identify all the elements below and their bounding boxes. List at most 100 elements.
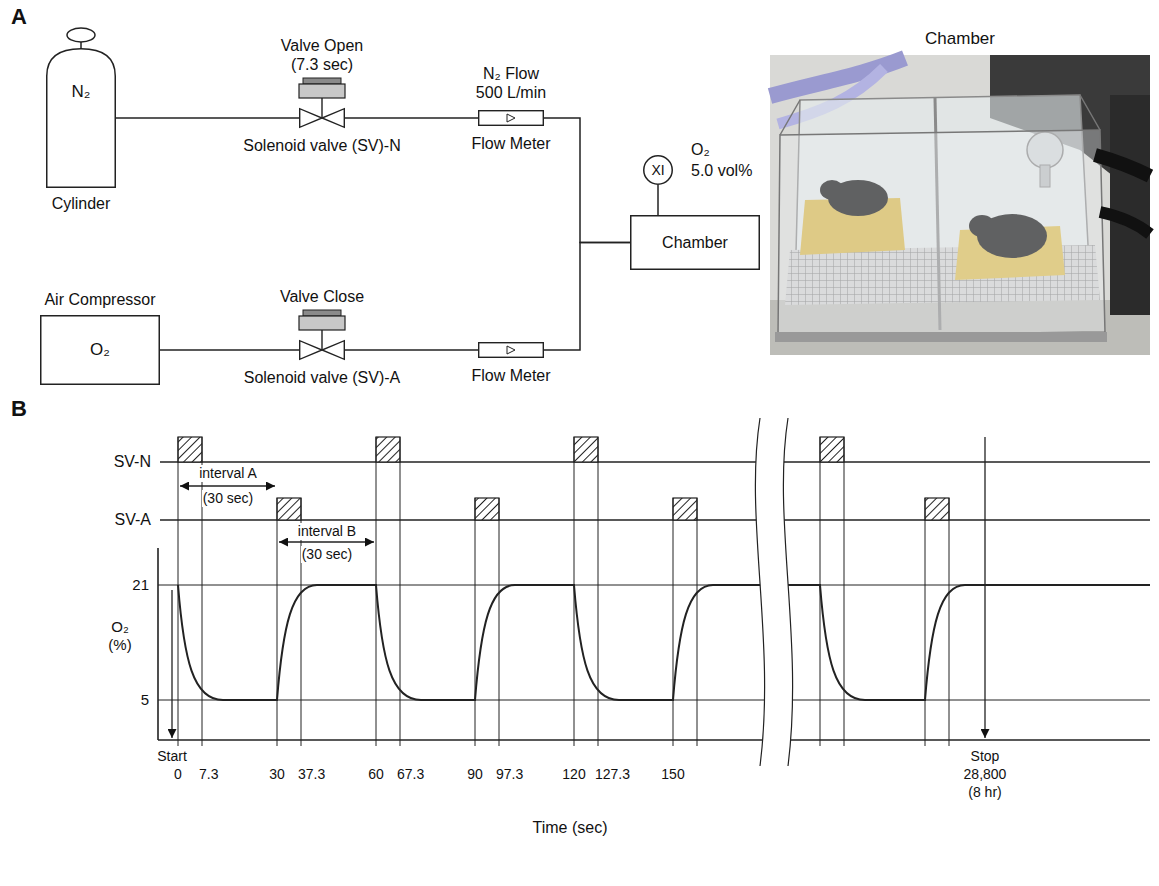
time-tick: 120 — [561, 766, 586, 783]
panel-letter: B — [10, 396, 28, 422]
time-tick: 97.3 — [495, 766, 524, 783]
axis-title: Time (sec) — [532, 818, 609, 837]
actuator-cap — [303, 78, 341, 84]
interval-duration: (30 sec) — [301, 546, 354, 563]
node-caption: Flow Meter — [471, 366, 550, 385]
node-caption: Valve Close — [280, 287, 364, 306]
box-outline — [631, 216, 760, 270]
tube — [770, 58, 905, 96]
sv-a-pulses — [277, 498, 949, 520]
air-compressor: Air CompressorO₂ — [40, 315, 160, 385]
pulse-guides — [178, 437, 949, 746]
node-text: Chamber — [662, 233, 728, 252]
sv-n-baseline — [160, 461, 1150, 462]
gas-label: O₂ — [690, 140, 711, 159]
box-outline — [41, 316, 160, 385]
sv-a-baseline — [160, 519, 1150, 520]
chamber-box: Chamber — [630, 215, 760, 270]
solenoid-valve: Valve Open (7.3 sec)Solenoid valve (SV)-… — [299, 108, 345, 128]
valve-body — [322, 341, 344, 360]
flow-meter: N₂ Flow 500 L/minFlow Meter — [478, 110, 544, 126]
time-tick: 127.3 — [594, 766, 631, 783]
base-tray — [775, 332, 1107, 342]
node-shape — [478, 110, 544, 126]
photo-frame: Chamber — [770, 55, 1150, 355]
node-shape — [46, 48, 116, 188]
stop-arrow — [984, 437, 985, 738]
node-caption: Air Compressor — [44, 290, 155, 309]
interval-label: interval A — [198, 465, 258, 482]
valve-stem — [321, 98, 322, 118]
node-shape — [299, 108, 345, 128]
chamber-photo — [770, 55, 1150, 355]
cylinder-stem — [80, 42, 82, 48]
timing-chart — [158, 418, 1150, 766]
pipe-line — [345, 117, 478, 119]
circle-outline — [644, 156, 673, 185]
actuator-cap — [303, 310, 341, 316]
flow-symbol — [507, 114, 515, 122]
event-label: Start — [156, 748, 188, 765]
time-tick: 7.3 — [198, 766, 219, 783]
node-shape — [299, 340, 345, 360]
flow-symbol — [507, 346, 515, 354]
hose — [1095, 155, 1150, 176]
interval-duration: (30 sec) — [202, 490, 255, 507]
signal-name: SV-N — [113, 452, 152, 471]
actuator-body — [299, 316, 345, 330]
indicator-circle: XI — [643, 155, 673, 185]
pipe-line — [160, 349, 299, 351]
node-text: N₂ — [72, 82, 91, 102]
node-caption: Cylinder — [52, 194, 111, 213]
gas-cylinder: N₂Cylinder — [46, 48, 116, 188]
node-text: XI — [651, 162, 664, 179]
time-tick: 30 — [268, 766, 286, 783]
axis-title: O₂ (%) — [104, 618, 136, 654]
axis-break — [755, 418, 792, 766]
side-panel — [1110, 95, 1150, 315]
interval-arrow — [180, 485, 275, 486]
photo-background — [770, 55, 1150, 355]
hose — [1100, 212, 1150, 234]
time-axis — [158, 739, 1150, 741]
axis-tick: 5 — [140, 691, 150, 709]
valve-body — [322, 109, 344, 128]
o2-axis — [157, 548, 159, 740]
o2-curve — [178, 585, 1150, 700]
time-tick: 150 — [660, 766, 685, 783]
duration-note: (8 hr) — [967, 784, 1002, 801]
acrylic-front — [778, 130, 1105, 336]
node-caption: Solenoid valve (SV)-N — [243, 136, 400, 155]
pipe-line — [116, 117, 299, 119]
node-shape — [770, 55, 1150, 355]
node-shape — [478, 342, 544, 358]
node-caption: Valve Open (7.3 sec) — [274, 36, 370, 74]
cylinder-cap — [67, 28, 95, 42]
valve-stem — [321, 330, 322, 350]
pipe-line — [657, 185, 659, 215]
node-caption: Flow Meter — [471, 134, 550, 153]
time-tick: 37.3 — [297, 766, 326, 783]
axis-tick: 21 — [131, 576, 150, 594]
valve-body — [300, 109, 322, 128]
event-label: Stop — [970, 748, 1001, 765]
cylinder-body — [47, 49, 116, 188]
flow-meter: Flow Meter — [478, 342, 544, 358]
time-tick: 90 — [466, 766, 484, 783]
node-caption: N₂ Flow 500 L/min — [472, 64, 550, 102]
start-arrow — [171, 590, 172, 738]
sv-n-pulses — [178, 437, 844, 462]
node-caption: Chamber — [925, 29, 995, 49]
acrylic-edge — [780, 95, 1100, 135]
node-text: O₂ — [90, 340, 110, 360]
signal-name: SV-A — [114, 510, 152, 529]
time-tick: 0 — [173, 766, 183, 783]
pipe-line — [544, 243, 630, 351]
time-tick: 67.3 — [396, 766, 425, 783]
interval-label: interval B — [297, 523, 357, 540]
interval-arrow — [279, 541, 374, 542]
time-tick: 60 — [367, 766, 385, 783]
valve-body — [300, 341, 322, 360]
axis-break-edge — [755, 418, 792, 766]
